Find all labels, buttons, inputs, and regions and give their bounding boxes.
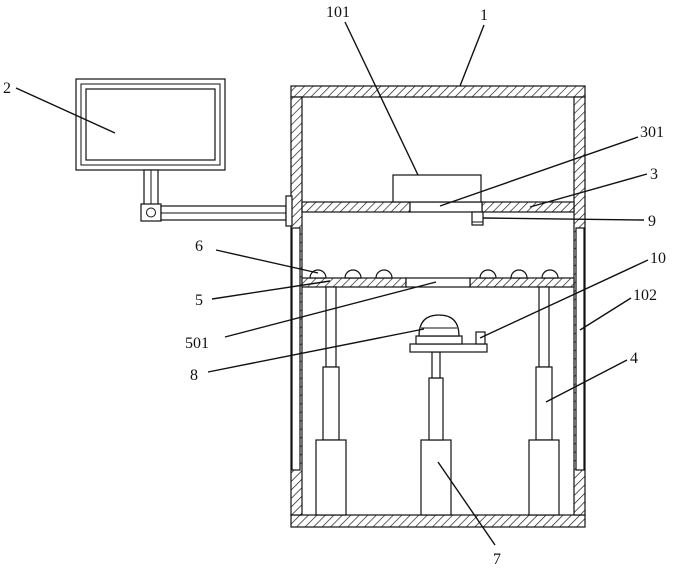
center-stage	[409, 314, 488, 516]
label-501: 501	[185, 335, 209, 352]
label-301: 301	[640, 124, 664, 141]
lifting-plate	[301, 277, 575, 288]
label-102: 102	[633, 287, 657, 304]
label-101: 101	[326, 4, 350, 21]
left-cylinder	[315, 286, 347, 516]
top-device	[392, 174, 482, 203]
upper-plate	[301, 201, 575, 213]
label-5: 5	[195, 292, 203, 309]
monitor-arm	[140, 169, 293, 227]
rollers	[309, 269, 559, 279]
label-4: 4	[630, 350, 638, 367]
label-10: 10	[650, 250, 666, 267]
display-monitor	[75, 78, 226, 171]
label-7: 7	[493, 551, 501, 568]
label-3: 3	[650, 166, 658, 183]
label-1: 1	[480, 7, 488, 24]
labels: 1 101 2 301 3 9 6 10 5 102 501 4 8 7	[3, 4, 666, 568]
label-2: 2	[3, 80, 11, 97]
sensor-9	[471, 211, 484, 226]
right-cylinder	[528, 286, 560, 516]
label-9: 9	[648, 213, 656, 230]
label-8: 8	[190, 367, 198, 384]
label-6: 6	[195, 238, 203, 255]
leader-lines	[15, 21, 649, 546]
guide-rails	[291, 227, 585, 471]
